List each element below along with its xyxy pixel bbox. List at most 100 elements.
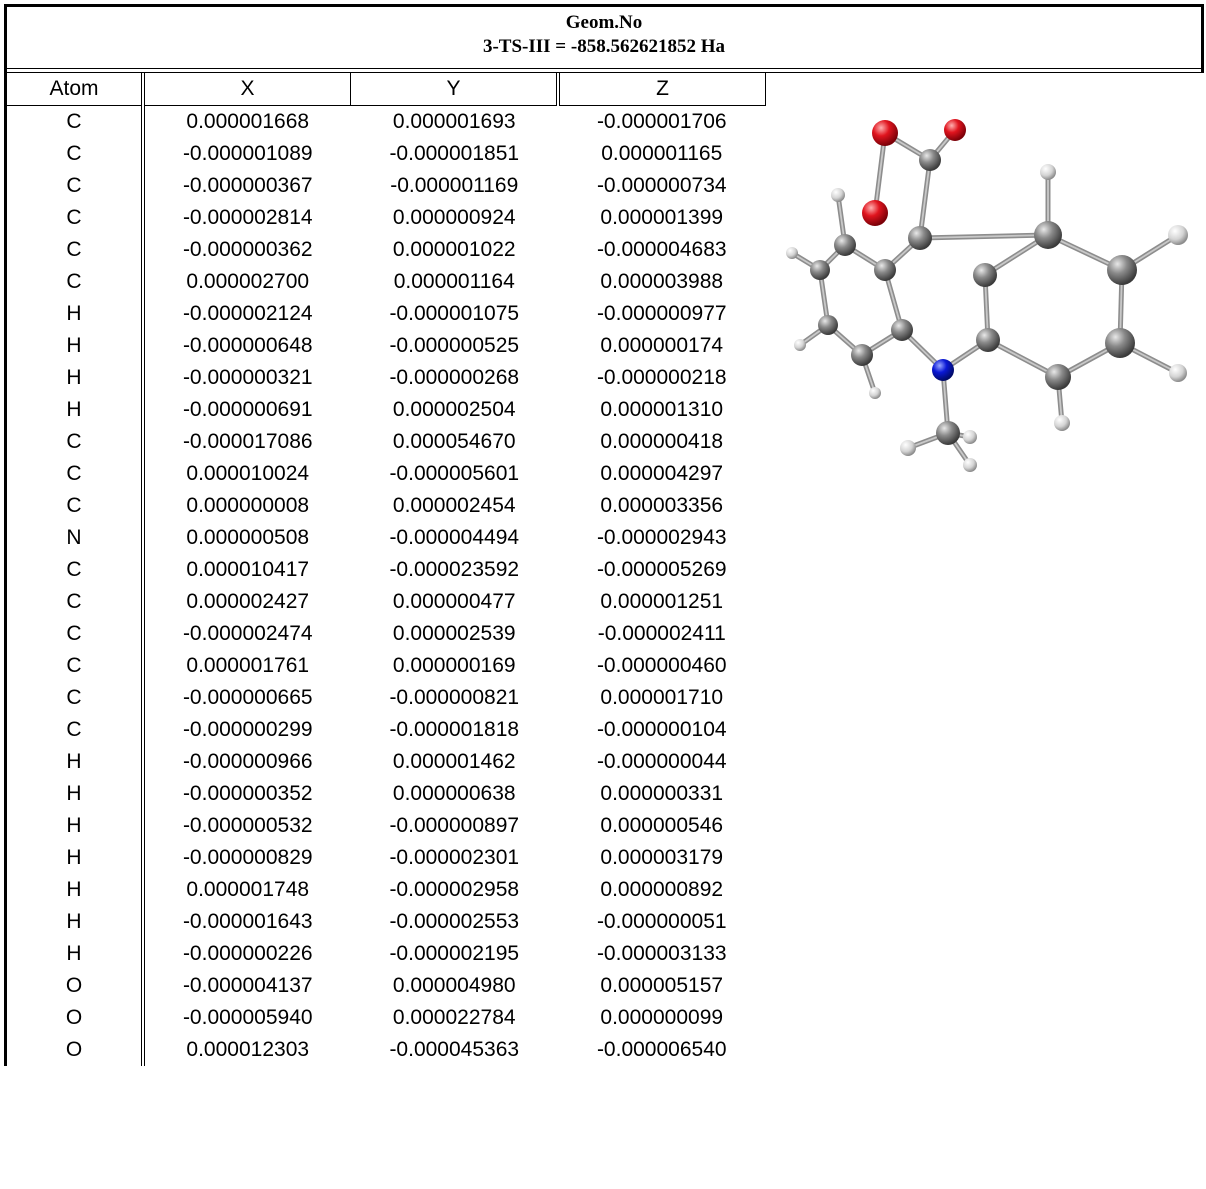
x-cell: 0.000001748: [141, 874, 351, 906]
z-cell: 0.000003988: [600, 270, 724, 293]
atom-cell: C: [4, 586, 143, 618]
atom-cell: C: [4, 650, 143, 682]
hydrogen-atom: [1054, 415, 1070, 431]
atom-cell: C: [4, 618, 143, 650]
x-cell: -0.000000367: [141, 170, 351, 202]
x-cell: -0.000000532: [141, 810, 351, 842]
atom-cell: C: [4, 426, 143, 458]
atom-cell: H: [4, 906, 143, 938]
col-header-y: Y: [350, 73, 560, 106]
z-cell: 0.000004297: [600, 462, 724, 485]
x-cell: -0.000001089: [141, 138, 351, 170]
y-cell: 0.000000638: [392, 782, 516, 805]
y-cell: 0.000000477: [392, 590, 516, 613]
hydrogen-atom: [786, 247, 798, 259]
molecule-structure-image: [786, 119, 1188, 472]
y-cell: -0.000023592: [389, 558, 520, 581]
atom-cell: O: [4, 1002, 143, 1034]
hydrogen-atom: [900, 440, 916, 456]
hydrogen-atom: [794, 339, 806, 351]
carbon-atom: [810, 260, 830, 280]
x-cell: -0.000000362: [141, 234, 351, 266]
col-header-atom: Atom: [4, 73, 143, 106]
atom-cell: H: [4, 298, 143, 330]
title-block: Geom.No 3-TS-III = -858.562621852 Ha: [4, 4, 1204, 72]
y-cell: -0.000001851: [389, 142, 520, 165]
bond-highlight: [987, 339, 1059, 378]
oxygen-atom: [944, 119, 966, 141]
table-row: H-0.000002124-0.000001075-0.000000977: [4, 298, 766, 330]
z-cell: 0.000001710: [600, 686, 724, 709]
atom-cell: C: [4, 554, 143, 586]
hydrogen-atom: [1168, 225, 1188, 245]
z-cell: 0.000000099: [600, 1006, 724, 1029]
y-cell: 0.000004980: [392, 974, 516, 997]
carbon-atom: [976, 328, 1000, 352]
atom-cell: H: [4, 810, 143, 842]
z-cell: 0.000003179: [600, 846, 724, 869]
carbon-atom: [1045, 364, 1071, 390]
y-cell: 0.000001022: [392, 238, 516, 261]
carbon-atom: [834, 234, 856, 256]
z-cell: -0.000001706: [596, 110, 727, 133]
z-cell: -0.000000051: [596, 910, 727, 933]
z-cell: 0.000001399: [600, 206, 724, 229]
x-cell: -0.000000648: [141, 330, 351, 362]
oxygen-atom: [872, 120, 898, 146]
x-cell: 0.000001668: [141, 105, 351, 138]
y-cell: -0.000001818: [389, 718, 520, 741]
y-cell: -0.000001075: [389, 302, 520, 325]
x-cell: -0.000000226: [141, 938, 351, 970]
hydrogen-atom: [869, 387, 881, 399]
z-cell: -0.000000104: [596, 718, 727, 741]
z-cell: 0.000005157: [600, 974, 724, 997]
y-cell: -0.000002195: [389, 942, 520, 965]
energy-label: 3-TS-III = -858.562621852 Ha: [482, 36, 725, 57]
y-cell: 0.000001164: [393, 270, 515, 293]
atom-cell: H: [4, 842, 143, 874]
x-cell: 0.000010024: [141, 458, 351, 490]
y-cell: -0.000002301: [389, 846, 520, 869]
y-cell: 0.000002454: [392, 494, 516, 517]
x-cell: 0.000012303: [141, 1034, 351, 1066]
y-cell: 0.000000924: [392, 206, 516, 229]
z-cell: -0.000002943: [596, 526, 727, 549]
x-cell: -0.000017086: [141, 426, 351, 458]
x-cell: -0.000000966: [141, 746, 351, 778]
x-cell: 0.000002700: [141, 266, 351, 298]
atom-cell: H: [4, 330, 143, 362]
table-row: H-0.000000226-0.000002195-0.000003133: [4, 938, 766, 970]
atom-cell: O: [4, 970, 143, 1002]
table-row: H-0.000000321-0.000000268-0.000000218: [4, 362, 766, 394]
z-cell: 0.000000546: [600, 814, 724, 837]
x-cell: 0.000010417: [141, 554, 351, 586]
z-cell: 0.000001251: [600, 590, 724, 613]
carbon-atom: [818, 315, 838, 335]
atom-cell: C: [4, 266, 143, 298]
atom-cell: H: [4, 362, 143, 394]
z-cell: -0.000003133: [596, 942, 727, 965]
y-cell: 0.000054670: [392, 430, 516, 453]
bond-highlight: [919, 234, 1049, 239]
y-cell: -0.000002958: [389, 878, 520, 901]
atom-cell: N: [4, 522, 143, 554]
z-cell: -0.000000734: [596, 174, 727, 197]
atom-cell: C: [4, 458, 143, 490]
bond-highlight: [874, 132, 886, 214]
atom-cell: C: [4, 105, 143, 138]
carbon-atom: [908, 226, 932, 250]
carbon-atom: [1034, 221, 1062, 249]
